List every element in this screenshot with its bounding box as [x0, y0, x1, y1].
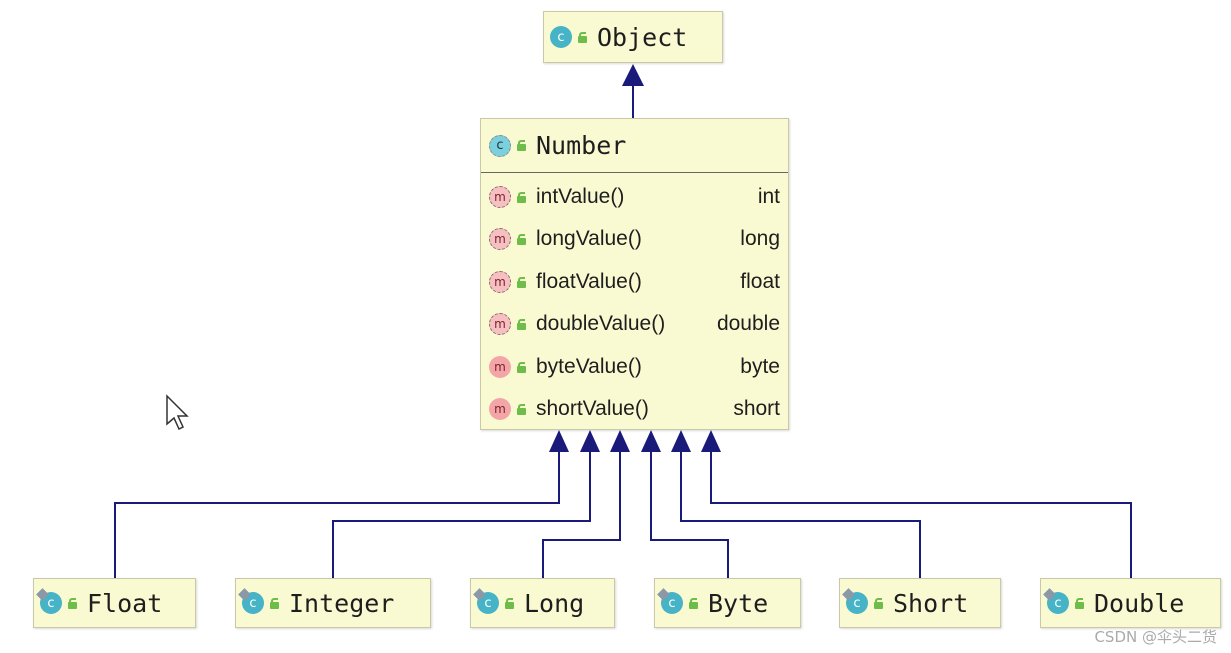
class-icon: c — [550, 26, 572, 48]
double-to-number-line — [710, 450, 1132, 578]
public-visibility-icon — [68, 597, 77, 609]
watermark: CSDN @伞头二货 — [1094, 628, 1217, 646]
method-row[interactable]: m floatValue() float — [489, 267, 780, 297]
abstract-method-icon: m — [489, 271, 511, 293]
long-to-number-line — [542, 450, 621, 578]
class-long[interactable]: c Long — [470, 578, 615, 628]
class-object[interactable]: c Object — [543, 11, 723, 63]
final-class-icon: c — [477, 592, 499, 614]
float-to-number-line — [114, 450, 560, 578]
class-name: Number — [536, 131, 627, 160]
method-name: intValue() — [536, 185, 625, 208]
class-number[interactable]: c Number m intValue() int m longValue() … — [480, 118, 789, 430]
final-class-icon: c — [242, 592, 264, 614]
method-return-type: float — [740, 270, 780, 293]
method-name: longValue() — [536, 227, 642, 250]
class-double[interactable]: c Double — [1040, 578, 1221, 628]
final-class-icon: c — [846, 592, 868, 614]
arrowhead — [671, 430, 691, 452]
public-visibility-icon — [517, 361, 526, 373]
method-row[interactable]: m intValue() int — [489, 182, 780, 212]
method-return-type: byte — [740, 355, 780, 378]
mouse-cursor-icon — [166, 394, 189, 431]
class-name: Float — [87, 588, 163, 618]
method-row[interactable]: m longValue() long — [489, 224, 780, 254]
class-float[interactable]: c Float — [33, 578, 196, 628]
public-visibility-icon — [517, 191, 526, 203]
public-visibility-icon — [578, 31, 587, 43]
abstract-method-icon: m — [489, 186, 511, 208]
integer-to-number-line — [332, 450, 591, 578]
byte-to-number-line — [650, 450, 729, 578]
method-name: byteValue() — [536, 355, 642, 378]
class-name: Integer — [289, 588, 395, 618]
arrowhead — [641, 430, 661, 452]
arrowhead — [580, 430, 600, 452]
public-visibility-icon — [1075, 597, 1084, 609]
method-name: floatValue() — [536, 270, 642, 293]
final-class-icon: c — [1047, 592, 1069, 614]
public-visibility-icon — [517, 318, 526, 330]
class-name: Object — [597, 22, 688, 52]
method-row[interactable]: m shortValue() short — [489, 394, 780, 424]
divider — [481, 172, 788, 173]
public-visibility-icon — [517, 140, 526, 151]
class-integer[interactable]: c Integer — [235, 578, 431, 628]
arrowhead — [622, 64, 644, 86]
method-name: shortValue() — [536, 397, 649, 420]
abstract-method-icon: m — [489, 313, 511, 335]
final-class-icon: c — [40, 592, 62, 614]
method-return-type: int — [757, 185, 780, 208]
method-name: doubleValue() — [536, 312, 666, 335]
public-visibility-icon — [874, 597, 883, 609]
method-icon: m — [489, 356, 511, 378]
public-visibility-icon — [517, 403, 526, 415]
method-return-type: double — [716, 312, 780, 335]
method-icon: m — [489, 398, 511, 420]
method-return-type: short — [733, 397, 780, 420]
short-to-number-line — [680, 450, 921, 578]
class-byte[interactable]: c Byte — [654, 578, 801, 628]
arrowhead — [701, 430, 721, 452]
class-name: Byte — [708, 588, 769, 618]
arrowhead — [610, 430, 630, 452]
abstract-class-icon: c — [489, 134, 511, 157]
class-name: Long — [524, 588, 585, 618]
class-name: Short — [893, 588, 969, 618]
public-visibility-icon — [517, 276, 526, 288]
public-visibility-icon — [505, 597, 514, 609]
abstract-method-icon: m — [489, 228, 511, 250]
method-row[interactable]: m byteValue() byte — [489, 352, 780, 382]
class-name: Double — [1094, 588, 1185, 618]
public-visibility-icon — [270, 597, 279, 609]
final-class-icon: c — [661, 592, 683, 614]
public-visibility-icon — [517, 233, 526, 245]
public-visibility-icon — [689, 597, 698, 609]
arrowhead — [549, 430, 569, 452]
method-row[interactable]: m doubleValue() double — [489, 309, 780, 339]
class-short[interactable]: c Short — [839, 578, 1001, 628]
method-return-type: long — [740, 227, 780, 250]
